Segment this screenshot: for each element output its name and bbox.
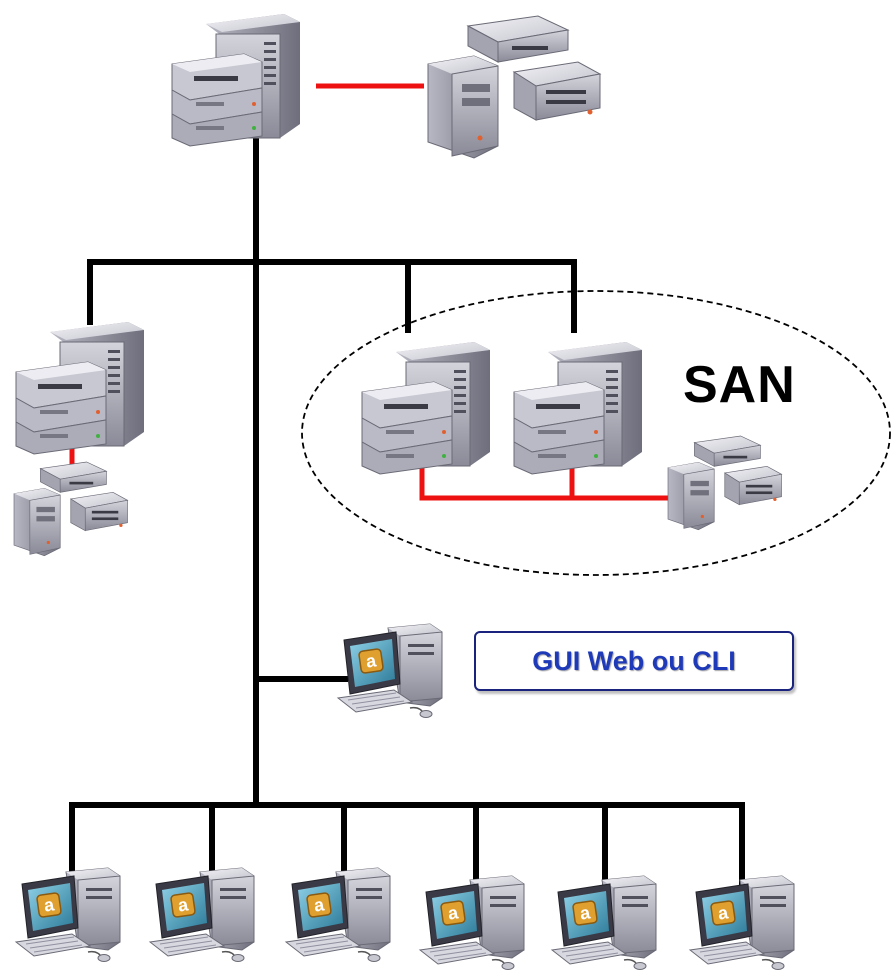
admin-interface-label: GUI Web ou CLI — [474, 631, 794, 691]
network-lines — [69, 127, 745, 885]
backup-server — [15, 321, 145, 455]
client-workstation — [285, 867, 391, 963]
main-server — [171, 13, 301, 147]
san-server-1 — [361, 341, 491, 475]
storage-links — [69, 83, 668, 501]
san-label: SAN — [683, 356, 796, 414]
main-storage — [427, 15, 601, 159]
san-boundary — [301, 290, 891, 576]
backup-storage — [13, 461, 128, 557]
client-workstation — [149, 867, 255, 963]
san-server-2 — [513, 341, 643, 475]
client-workstation — [551, 875, 657, 971]
client-workstation — [419, 875, 525, 971]
admin-workstation — [337, 623, 443, 719]
client-workstation — [15, 867, 121, 963]
san-storage — [667, 435, 782, 531]
client-workstation — [689, 875, 795, 971]
admin-interface-text: GUI Web ou CLI — [532, 645, 736, 676]
